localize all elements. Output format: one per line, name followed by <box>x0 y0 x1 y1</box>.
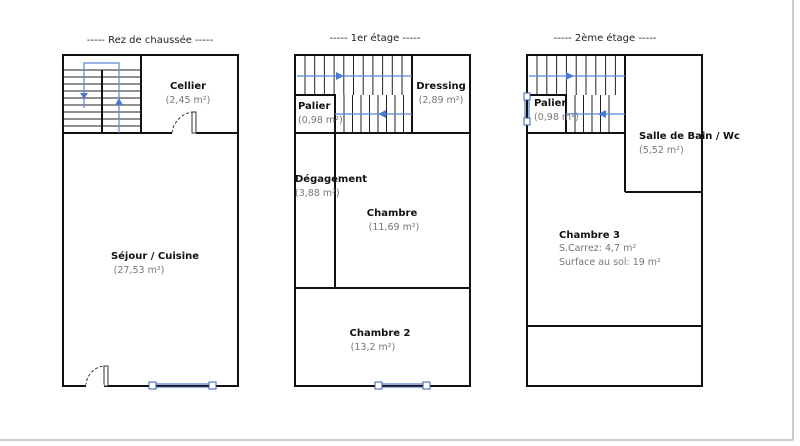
stair-up-arrow-icon <box>115 98 123 105</box>
floor-title: ----- 2ème étage ----- <box>554 32 657 44</box>
room-name: Palier <box>298 101 330 112</box>
floor-outline <box>526 54 703 387</box>
room-area: (2,89 m²) <box>419 95 464 106</box>
room-name: Dressing <box>416 81 466 92</box>
room-surface: Surface au sol: 19 m² <box>559 257 661 268</box>
window-icon <box>374 381 431 390</box>
window-icon <box>523 92 531 126</box>
room-area: (3,88 m²) <box>295 188 340 199</box>
room-name: Palier <box>534 98 566 109</box>
room-area: (13,2 m²) <box>351 342 396 353</box>
door-swing-icon <box>85 365 105 387</box>
room-name: Dégagement <box>295 173 367 185</box>
window-icon <box>148 381 217 390</box>
stair-arrow-icon <box>598 110 606 118</box>
room-name: Chambre 2 <box>350 328 411 339</box>
stair-down-arrow-icon <box>80 93 88 99</box>
stair-arrow-icon <box>336 72 344 80</box>
room-area: (0,98 m²) <box>534 112 579 123</box>
room-carrez: S.Carrez: 4,7 m² <box>559 243 636 254</box>
stair-arrow-icon <box>378 110 386 118</box>
room-area: (5,52 m²) <box>639 145 684 156</box>
room-area: (27,53 m²) <box>114 265 165 276</box>
room-name: Salle de Bain / Wc <box>639 131 740 142</box>
room-name: Cellier <box>170 81 206 92</box>
door-icon[interactable] <box>103 365 109 387</box>
room-area: (0,98 m²) <box>298 115 343 126</box>
floor-title: ----- 1er étage ----- <box>330 32 421 44</box>
door-icon[interactable] <box>191 111 197 134</box>
room-name: Chambre 3 <box>559 230 620 241</box>
room-area: (11,69 m²) <box>369 222 420 233</box>
floor-ground: ----- Rez de chaussée ----- Cellier (2,4… <box>62 34 239 390</box>
room-area: (2,45 m²) <box>166 95 211 106</box>
room-name: Séjour / Cuisine <box>111 250 199 262</box>
floor-first: ----- 1er étage ----- Palier (0,98 m²) D… <box>294 32 471 390</box>
room-name: Chambre <box>367 208 418 219</box>
door-swing-icon <box>171 111 193 134</box>
stair-arrow-icon <box>566 72 574 80</box>
floor-second: ----- 2ème étage ----- Palier (0,98 m²) … <box>523 32 740 387</box>
staircase <box>304 55 404 133</box>
floor-title: ----- Rez de chaussée ----- <box>87 34 214 46</box>
